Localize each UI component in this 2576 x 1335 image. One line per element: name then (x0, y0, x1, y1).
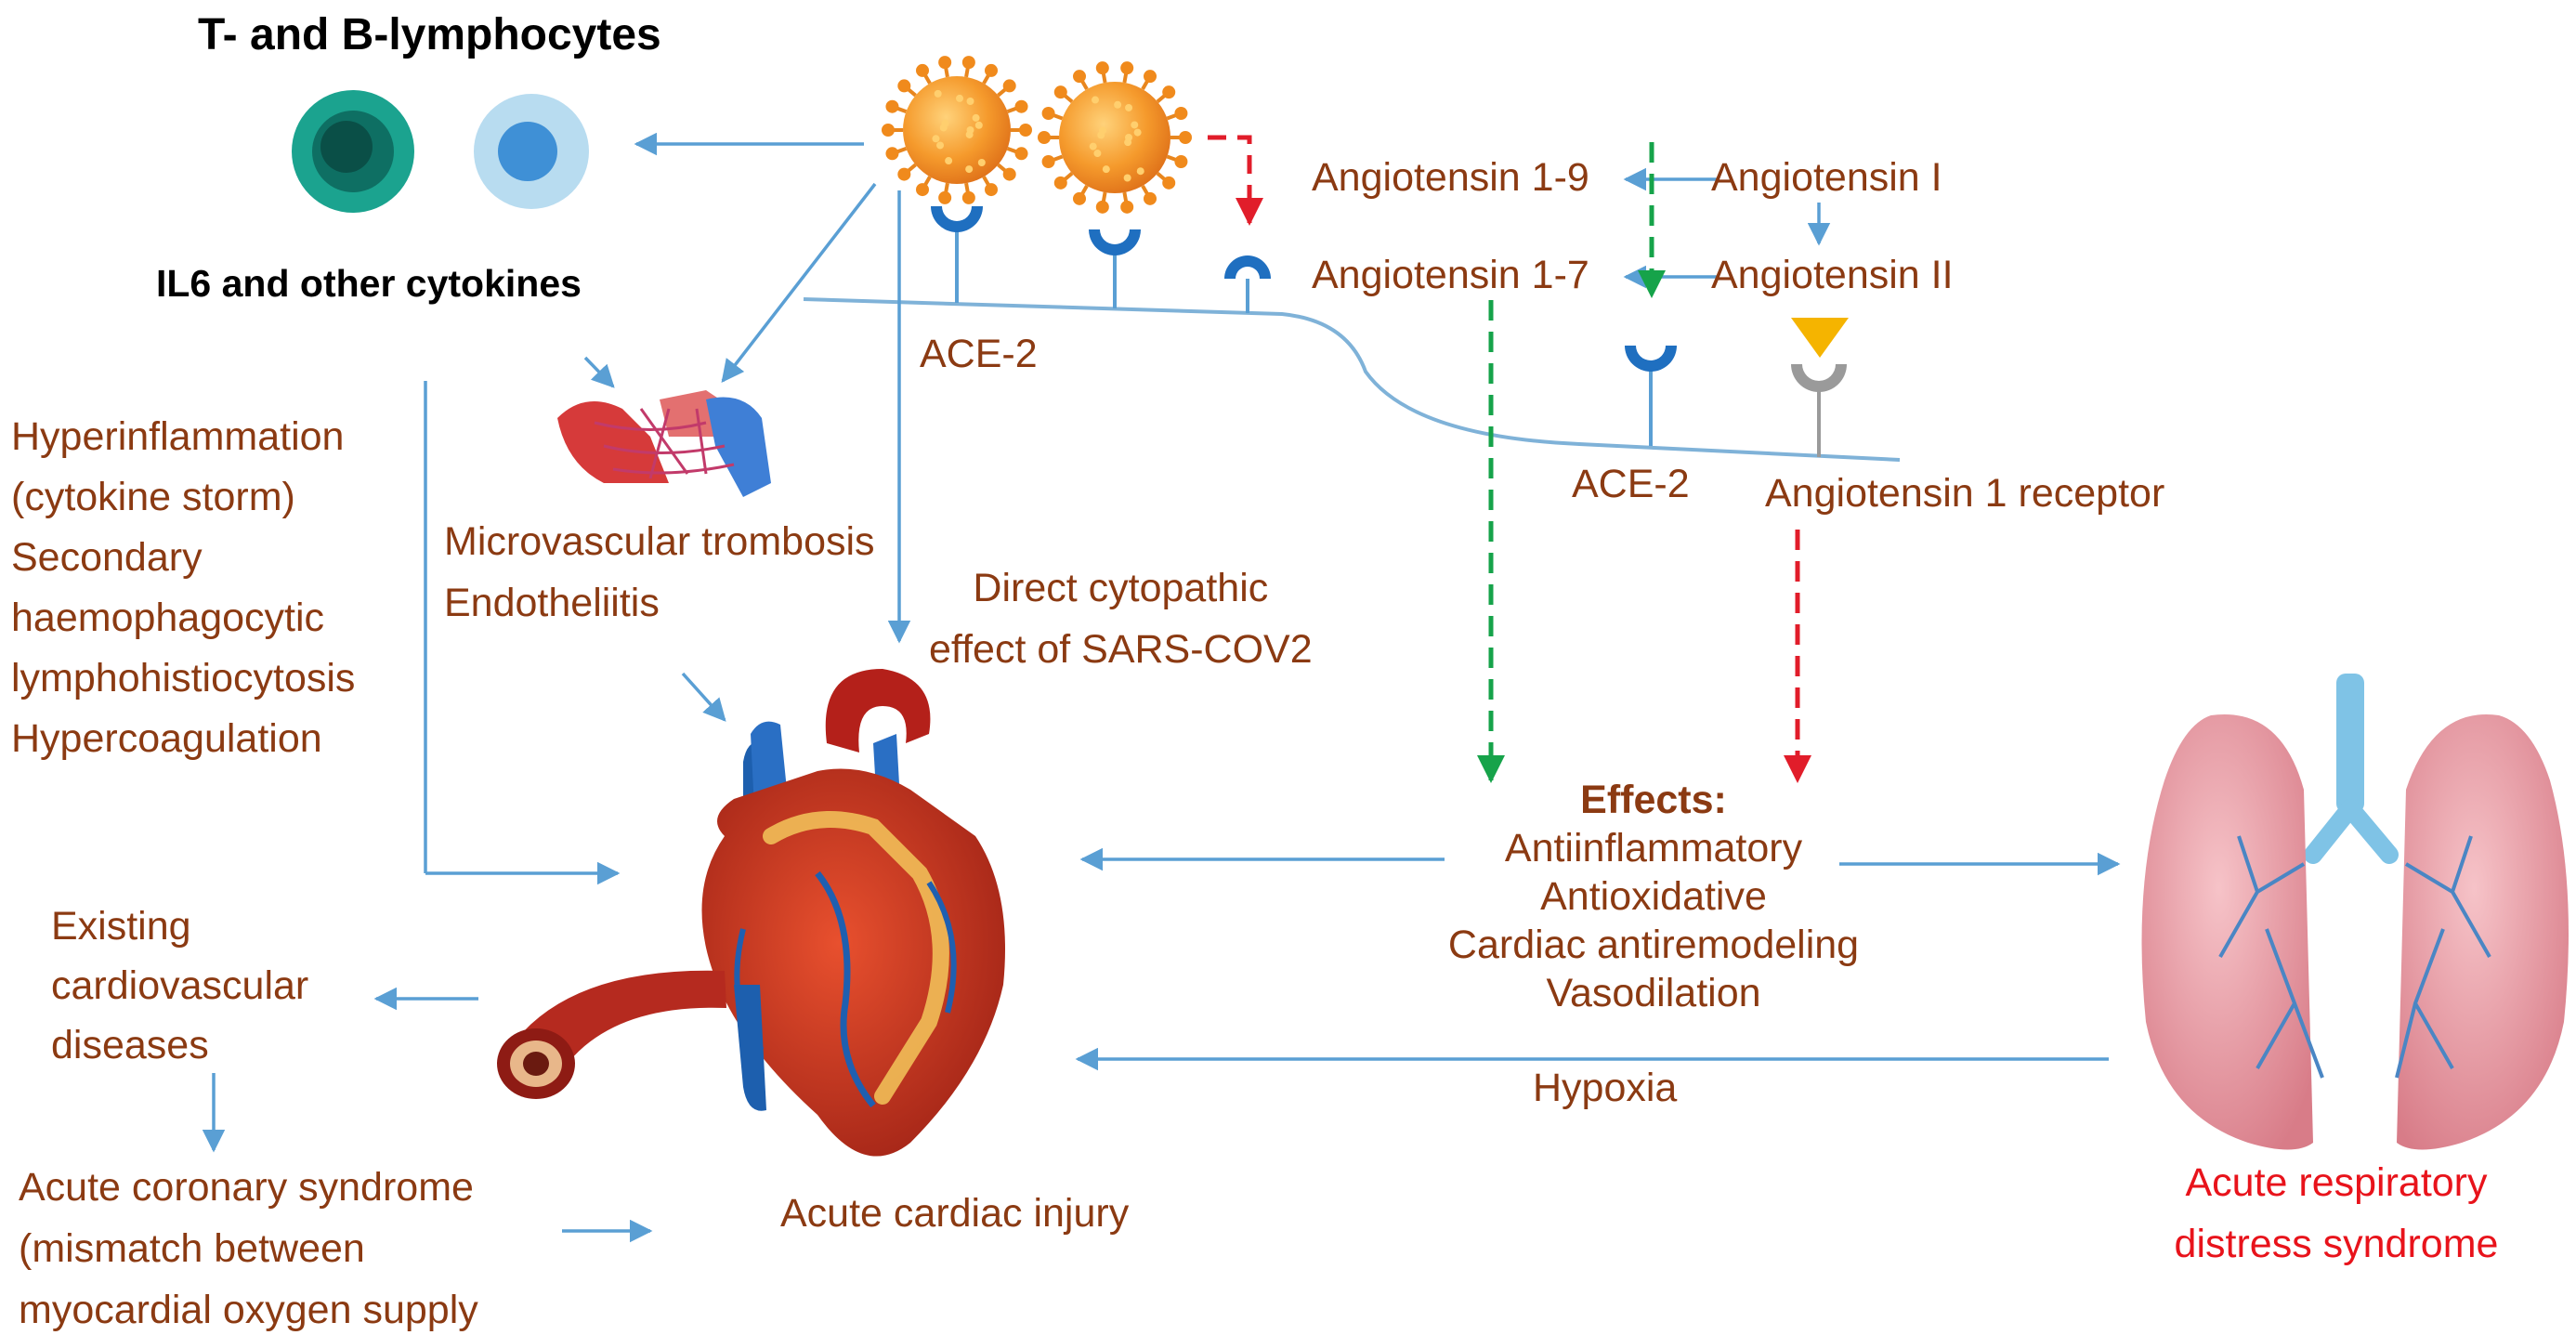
effect-cardiac-antiremodeling: Cardiac antiremodeling (1447, 923, 1860, 967)
ace2-receptor-1 (931, 206, 983, 303)
acute-cardiac-injury-label: Acute cardiac injury (780, 1191, 1130, 1236)
ards-label: Acute respiratory distress syndrome (2141, 1152, 2531, 1275)
direct-cytopathic-label: Direct cytopathic effect of SARS-COV2 (929, 557, 1313, 680)
angiotensin-i-label: Angiotensin I (1711, 155, 1942, 200)
lymphocytes-title: T- and B-lymphocytes (198, 10, 661, 59)
effects-title: Effects: (1580, 778, 1727, 822)
ards-line-2: distress syndrome (2174, 1222, 2499, 1266)
virus-2 (1038, 61, 1192, 214)
hyperinflammation-line-3: Secondary (11, 535, 203, 580)
hyperinflammation-line-1: Hyperinflammation (11, 414, 345, 459)
microvasculature-illustration (557, 390, 771, 497)
effect-vasodilation: Vasodilation (1546, 971, 1761, 1015)
angiotensin-1-receptor-label: Angiotensin 1 receptor (1765, 471, 2165, 516)
microvascular-line-1: Microvascular trombosis (444, 519, 875, 564)
hyperinflammation-line-2: (cytokine storm) (11, 475, 295, 519)
angiotensin1-receptor (1791, 318, 1849, 457)
ace2-receptor-4 (1625, 346, 1677, 446)
microvascular-label: Microvascular trombosis Endotheliitis (444, 511, 875, 634)
acs-line-1: Acute coronary syndrome (19, 1165, 474, 1210)
angiotensin-1-7-label: Angiotensin 1-7 (1312, 253, 1589, 297)
hyperinflammation-line-5: lymphohistiocytosis (11, 656, 356, 700)
ace2-receptor-2 (1089, 229, 1141, 308)
lymphocyte-t-cell (292, 90, 414, 213)
ace2-membrane-label: ACE-2 (1572, 462, 1690, 506)
direct-cytopathic-line-1: Direct cytopathic (973, 566, 1269, 610)
hyperinflammation-line-6: Hypercoagulation (11, 716, 322, 761)
angiotensin-ii-label: Angiotensin II (1711, 253, 1954, 297)
existing-cvd-label: Existing cardiovascular diseases (51, 897, 308, 1075)
hyperinflammation-line-4: haemophagocytic (11, 596, 325, 640)
hyperinflammation-block: Hyperinflammation (cytokine storm) Secon… (11, 407, 355, 769)
angiotensin-1-9-label: Angiotensin 1-9 (1312, 155, 1589, 200)
ards-line-1: Acute respiratory (2185, 1160, 2488, 1205)
heart-illustration (701, 669, 1005, 1157)
microvascular-line-2: Endotheliitis (444, 581, 660, 625)
acute-coronary-syndrome-label: Acute coronary syndrome (mismatch betwee… (19, 1157, 478, 1335)
lungs-illustration (2141, 674, 2569, 1150)
ace2-receptor-3 (1224, 255, 1271, 313)
acs-line-2: (mismatch between (19, 1226, 365, 1271)
direct-cytopathic-line-2: effect of SARS-COV2 (929, 627, 1313, 672)
effect-antioxidative: Antioxidative (1540, 874, 1767, 919)
existing-cvd-line-3: diseases (51, 1023, 209, 1067)
artery-illustration (497, 970, 726, 1099)
hypoxia-label: Hypoxia (1533, 1066, 1678, 1110)
existing-cvd-line-1: Existing (51, 904, 191, 949)
existing-cvd-line-2: cardiovascular (51, 963, 309, 1008)
blue-arrows (202, 132, 2121, 1243)
lymphocyte-b-cell (474, 94, 589, 209)
acs-line-3: myocardial oxygen supply (19, 1288, 478, 1332)
ace2-receptor-label: ACE-2 (920, 332, 1038, 376)
cytokines-label: IL6 and other cytokines (156, 262, 582, 305)
effects-block: Effects: Antiinflammatory Antioxidative … (1403, 776, 1904, 1017)
virus-1 (882, 56, 1032, 204)
cell-membrane (803, 297, 1901, 462)
dashed-arrows (1208, 135, 1811, 783)
effect-antiinflammatory: Antiinflammatory (1504, 826, 1803, 870)
